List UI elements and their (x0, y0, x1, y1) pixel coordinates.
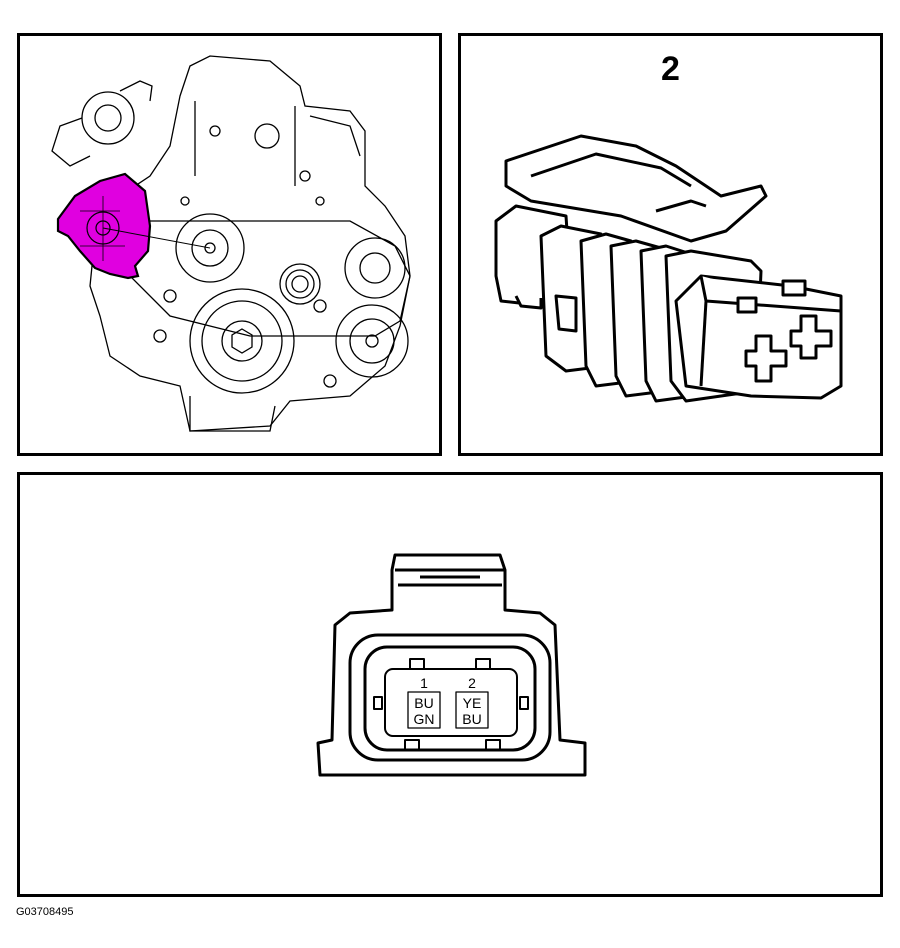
figure-code: G03708495 (16, 906, 74, 918)
engine-drawing (51, 55, 411, 432)
pin-1-wire-color-1: BU (414, 695, 433, 711)
connector-number: 2 (661, 50, 680, 88)
pin-1-wire-color-2: GN (414, 711, 435, 727)
pin-2-wire-color-2: BU (462, 711, 481, 727)
connector-face-panel: 1 BU GN 2 YE BU (17, 472, 883, 897)
connector-drawing (494, 134, 843, 403)
pin-2-wire-color-1: YE (463, 695, 482, 711)
pin-1-number: 1 (420, 675, 428, 691)
connector-face-drawing: 1 BU GN 2 YE BU (316, 553, 587, 777)
pin-2-number: 2 (468, 675, 476, 691)
connector-view-panel: 2 (458, 33, 883, 456)
engine-view-panel (17, 33, 442, 456)
